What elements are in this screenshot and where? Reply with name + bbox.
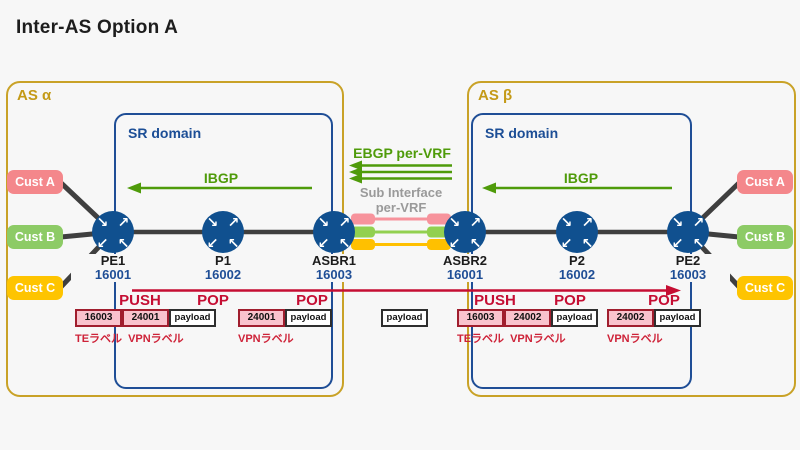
vpn-label-note: VPNラベル: [607, 333, 663, 345]
sub-interface-label-line1: Sub Interface: [359, 185, 443, 200]
cust-b-left: Cust B: [7, 225, 63, 249]
subinterface-link-yellow: [351, 239, 451, 250]
label-stack-1: 16003 24001 payload TEラベル VPNラベル: [75, 309, 216, 346]
mpls-label-cell: 24002: [607, 309, 654, 327]
cust-c-left: Cust C: [7, 276, 63, 300]
label-stack-3: payload: [381, 309, 428, 327]
vpn-label-note: VPNラベル: [510, 333, 566, 345]
router-icon: ↘↗↙↖: [444, 211, 486, 253]
router-icon: ↘↗↙↖: [313, 211, 355, 253]
as-beta-label: AS β: [478, 87, 513, 104]
sub-interface-label-line2: per-VRF: [375, 200, 427, 215]
op-pop-3: POP: [554, 292, 586, 309]
router-sid: 16002: [535, 268, 619, 282]
sr-domain-right-label: SR domain: [485, 125, 559, 141]
te-label-note: TEラベル: [75, 333, 123, 345]
payload-cell: payload: [654, 309, 701, 327]
payload-cell: payload: [169, 309, 216, 327]
mpls-label-cell: 24001: [238, 309, 285, 327]
router-name: PE1: [71, 254, 155, 268]
router-icon: ↘↗↙↖: [556, 211, 598, 253]
router-name: P2: [535, 254, 619, 268]
subinterface-link-pink: [351, 213, 451, 225]
op-push-1: PUSH: [119, 292, 161, 309]
label-stack-4: 16003 24002 payload TEラベル VPNラベル: [457, 309, 598, 346]
router-sid: 16001: [423, 268, 507, 282]
mpls-label-cell: 24001: [122, 309, 169, 327]
op-pop-4: POP: [648, 292, 680, 309]
page-title: Inter-AS Option A: [16, 17, 179, 38]
label-stack-2: 24001 payload VPNラベル: [238, 309, 332, 346]
sub-interface-label: Sub Interface per-VRF: [360, 185, 442, 215]
router-name: P1: [181, 254, 265, 268]
router-sid: 16003: [646, 268, 730, 282]
router-name: ASBR2: [423, 254, 507, 268]
router-name: PE2: [646, 254, 730, 268]
router-sid: 16001: [71, 268, 155, 282]
ebgp-arrows: [349, 160, 452, 184]
router-name: ASBR1: [292, 254, 376, 268]
ibgp-arrow-right: [482, 182, 672, 194]
ibgp-right-label: IBGP: [563, 170, 599, 186]
cust-c-right: Cust C: [737, 276, 793, 300]
ebgp-label: EBGP per-VRF: [353, 145, 451, 161]
router-sid: 16003: [292, 268, 376, 282]
cust-a-right: Cust A: [737, 170, 793, 194]
ibgp-left-label: IBGP: [203, 170, 239, 186]
payload-cell: payload: [381, 309, 428, 327]
router-icon: ↘↗↙↖: [92, 211, 134, 253]
label-path-arrow: [132, 285, 681, 296]
mpls-label-cell: 24002: [504, 309, 551, 327]
router-icon: ↘↗↙↖: [202, 211, 244, 253]
mpls-label-cell: 16003: [75, 309, 122, 327]
router-asbr1: ↘↗↙↖ ASBR1 16003: [292, 211, 376, 282]
cust-b-right: Cust B: [737, 225, 793, 249]
router-sid: 16002: [181, 268, 265, 282]
router-pe1: ↘↗↙↖ PE1 16001: [71, 211, 155, 282]
op-push-2: PUSH: [474, 292, 516, 309]
ibgp-arrow-left: [127, 182, 312, 194]
payload-cell: payload: [551, 309, 598, 327]
router-icon: ↘↗↙↖: [667, 211, 709, 253]
vpn-label-note: VPNラベル: [238, 333, 294, 345]
sr-domain-left-label: SR domain: [128, 125, 202, 141]
router-asbr2: ↘↗↙↖ ASBR2 16001: [423, 211, 507, 282]
label-stack-5: 24002 payload VPNラベル: [607, 309, 701, 346]
router-pe2: ↘↗↙↖ PE2 16003: [646, 211, 730, 282]
te-label-note: TEラベル: [457, 333, 505, 345]
op-pop-2: POP: [296, 292, 328, 309]
op-pop-1: POP: [197, 292, 229, 309]
cust-a-left: Cust A: [7, 170, 63, 194]
mpls-label-cell: 16003: [457, 309, 504, 327]
as-alpha-label: AS α: [17, 87, 52, 104]
vpn-label-note: VPNラベル: [128, 333, 184, 345]
payload-cell: payload: [285, 309, 332, 327]
router-p2: ↘↗↙↖ P2 16002: [535, 211, 619, 282]
router-p1: ↘↗↙↖ P1 16002: [181, 211, 265, 282]
